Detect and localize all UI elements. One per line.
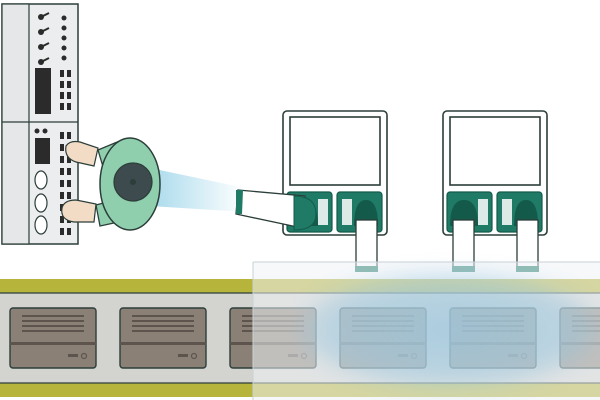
- monitor-screen-2: [449, 116, 541, 186]
- package-box: [119, 307, 207, 369]
- control-rack-icon: [1, 3, 79, 245]
- operator-hands: [61, 140, 99, 223]
- rack-indicator-column-top: [60, 70, 71, 110]
- scanner-wand: [235, 189, 317, 231]
- package-box: [9, 307, 97, 369]
- monitor-screen-1: [289, 116, 381, 186]
- operator-icon: [61, 137, 161, 231]
- inspection-highlight: [252, 261, 600, 400]
- rack-display-top: [35, 68, 51, 114]
- light-beam-icon: [150, 168, 245, 212]
- monitor-station-1: [235, 110, 388, 272]
- rack-display-bottom: [35, 138, 50, 164]
- rack-knobs-bottom: [34, 128, 48, 134]
- monitor-station-2: [442, 110, 548, 272]
- rack-knobs-top: [38, 12, 67, 65]
- monitor-station-icon: [235, 110, 548, 272]
- rack-gauges: [34, 170, 48, 235]
